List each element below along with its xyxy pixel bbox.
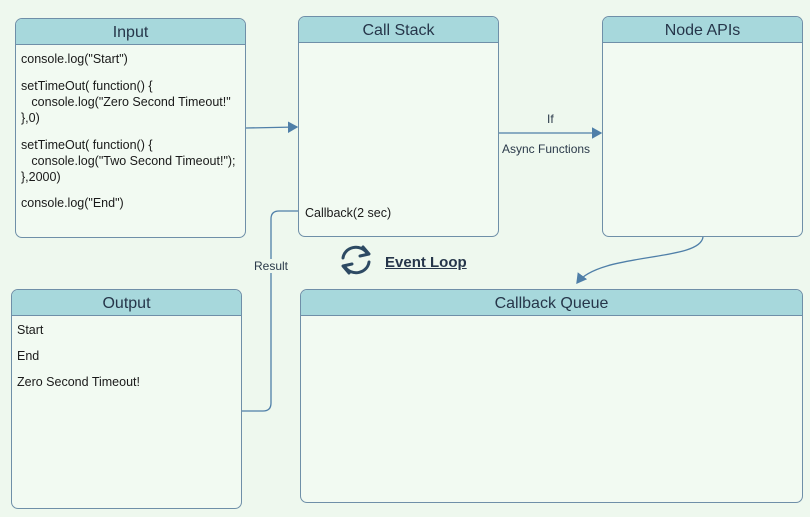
output-line: End [17,349,40,363]
output-title: Output [12,290,241,316]
call-stack-item: Callback(2 sec) [305,206,392,220]
node-apis-title: Node APIs [603,17,802,43]
callstack-to-output-arrow [228,210,299,417]
input-panel-title: Input [16,19,245,45]
nodeapis-to-queue-arrow [576,236,704,285]
event-loop[interactable]: Event Loop [336,244,467,280]
refresh-cycle-icon [336,242,376,283]
async-functions-label: Async Functions [500,142,593,156]
code-line: setTimeOut( function() { [21,79,153,93]
code-line: console.log("Two Second Timeout!"); [21,154,236,168]
node-apis-panel: Node APIs [602,16,803,237]
code-line: console.log("Start") [21,52,128,66]
call-stack-panel: Call Stack Callback(2 sec) [298,16,499,237]
input-to-callstack-arrow [245,121,299,134]
output-panel: Output Start End Zero Second Timeout! [11,289,242,509]
input-panel: Input console.log("Start") setTimeOut( f… [15,18,246,238]
callback-queue-title: Callback Queue [301,290,802,316]
code-line: console.log("Zero Second Timeout!" [21,95,231,109]
output-line: Zero Second Timeout! [17,375,140,389]
call-stack-title: Call Stack [299,17,498,43]
callback-queue-panel: Callback Queue [300,289,803,503]
code-line: },0) [21,111,40,125]
code-line: },2000) [21,170,61,184]
if-label: If [545,112,556,126]
result-label: Result [252,259,291,273]
code-line: setTimeOut( function() { [21,138,153,152]
output-line: Start [17,323,44,337]
event-loop-label[interactable]: Event Loop [385,253,467,271]
code-line: console.log("End") [21,196,124,210]
